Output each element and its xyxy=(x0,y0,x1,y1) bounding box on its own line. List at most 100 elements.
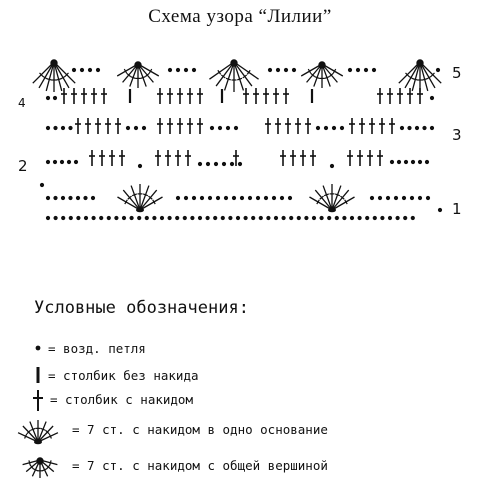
chain-stitch xyxy=(291,67,297,73)
double-crochet xyxy=(379,118,385,134)
chain-stitch xyxy=(347,67,353,73)
chain-stitch xyxy=(417,159,423,165)
chain-stitch xyxy=(435,67,441,73)
chain-stitch xyxy=(407,125,412,131)
chain-stitch xyxy=(396,159,402,165)
chain-stitch xyxy=(83,195,88,201)
chain-stitch xyxy=(251,215,256,221)
chain-stitch xyxy=(66,159,72,165)
chain-stitch xyxy=(59,159,65,165)
chain-stitch xyxy=(371,67,377,73)
chain-stitch xyxy=(296,215,301,221)
chain-stitch xyxy=(287,195,293,201)
double-crochet xyxy=(389,118,395,134)
chain-stitch xyxy=(311,215,317,221)
chain-stitch xyxy=(389,159,395,165)
row-number-2: 2 xyxy=(18,157,28,175)
chain-stitch xyxy=(258,215,263,221)
chain-stitch xyxy=(90,195,96,201)
chain-stitch xyxy=(255,195,261,201)
chain-stitch xyxy=(91,215,96,221)
chain-stitch xyxy=(331,125,337,131)
chain-stitch xyxy=(275,67,281,73)
chain-stitch xyxy=(339,125,345,131)
chain-stitch xyxy=(95,67,101,73)
legend-text-cluster: = 7 ст. с накидом с общей вершиной xyxy=(72,458,328,473)
chain-stitch xyxy=(45,125,51,131)
chain-stitch xyxy=(231,195,237,201)
double-crochet xyxy=(387,88,393,104)
chain-stitch xyxy=(175,215,180,221)
diagram-title: Схема узора “Лилии” xyxy=(148,6,332,27)
chain-stitch xyxy=(53,125,58,131)
chain-stitch xyxy=(99,215,104,221)
double-crochet xyxy=(377,150,383,166)
double-crochet xyxy=(187,88,193,104)
chain-stitch xyxy=(182,215,187,221)
double-crochet xyxy=(157,118,163,134)
double-crochet xyxy=(285,118,291,134)
chain-stitch xyxy=(385,195,391,201)
legend-text-fan: = 7 ст. с накидом в одно основание xyxy=(72,422,328,437)
double-crochet xyxy=(263,88,269,104)
chain-stitch xyxy=(159,215,165,221)
chain-stitch xyxy=(279,195,285,201)
fan-shell-icon xyxy=(17,420,59,445)
chain-stitch xyxy=(271,195,277,201)
chain-stitch xyxy=(167,215,172,221)
chain-stitch xyxy=(205,161,211,167)
chain-stitch xyxy=(213,161,219,167)
double-crochet xyxy=(305,118,311,134)
chain-stitch xyxy=(304,215,309,221)
double-crochet xyxy=(99,150,105,166)
chain-stitch xyxy=(247,195,253,201)
chain-stitch xyxy=(121,215,127,221)
chain-stitch xyxy=(417,195,423,201)
legend-item-double-crochet: = столбик с накидом xyxy=(0,387,480,415)
chain-stitch xyxy=(209,125,215,131)
double-crochet xyxy=(177,88,183,104)
chain-stitch xyxy=(191,67,197,73)
chain-stitch xyxy=(233,125,239,131)
chain-stitch xyxy=(52,159,58,165)
chain-stitch xyxy=(53,195,58,201)
chain-stitch xyxy=(334,215,339,221)
double-crochet xyxy=(367,150,373,166)
double-crochet xyxy=(369,118,375,134)
legend-item-chain: = возд. петля xyxy=(0,336,480,364)
chain-stitch xyxy=(425,195,431,201)
chain-stitch xyxy=(191,195,197,201)
chain-stitch xyxy=(45,215,51,221)
chain-stitch xyxy=(141,125,147,131)
chain-stitch xyxy=(205,215,210,221)
chain-stitch xyxy=(207,195,213,201)
chain-stitch xyxy=(190,215,195,221)
chain-stitch xyxy=(83,215,89,221)
chain-stitch xyxy=(137,215,142,221)
chain-stitch xyxy=(409,195,415,201)
chain-stitch xyxy=(395,215,400,221)
chain-stitch xyxy=(137,163,143,169)
chain-stitch xyxy=(429,125,435,131)
double-crochet xyxy=(197,88,203,104)
cluster xyxy=(300,61,344,88)
double-crochet-icon xyxy=(33,390,43,411)
double-crochet xyxy=(75,118,81,134)
cluster-icon xyxy=(22,457,58,478)
chain-stitch xyxy=(266,215,271,221)
chain-stitch xyxy=(281,215,286,221)
double-crochet xyxy=(295,118,301,134)
chain-stitch xyxy=(229,161,235,167)
double-crochet xyxy=(187,118,193,134)
chain-stitch xyxy=(87,67,93,73)
cluster xyxy=(116,61,160,88)
chain-stitch xyxy=(263,195,269,201)
row-number-3: 3 xyxy=(452,126,462,144)
cluster-mark xyxy=(22,457,58,478)
double-crochet xyxy=(407,88,413,104)
chain-stitch xyxy=(393,195,399,201)
chain-stitch xyxy=(175,67,181,73)
row-number-5: 5 xyxy=(452,64,462,82)
single-crochet-icon xyxy=(36,367,40,383)
chain-stitch xyxy=(387,215,393,221)
